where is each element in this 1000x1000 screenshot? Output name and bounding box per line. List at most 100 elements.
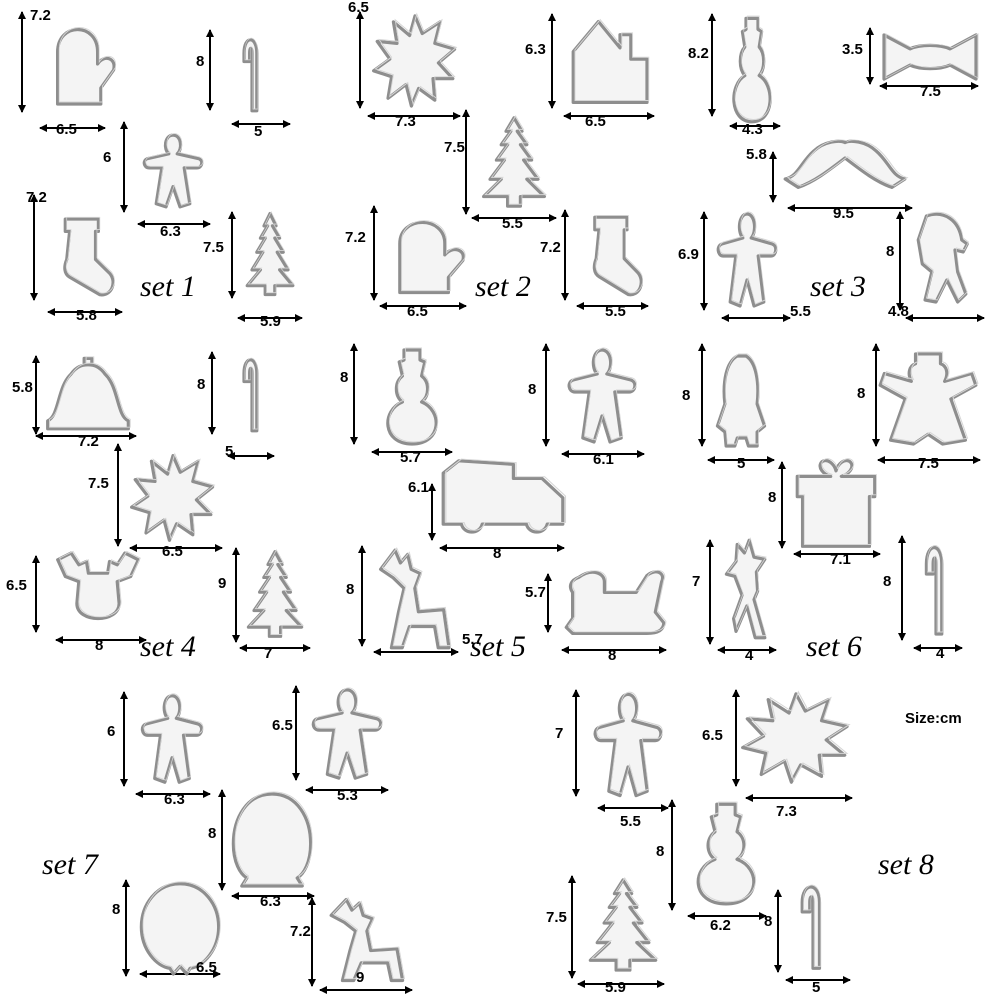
cookie-cutter — [718, 536, 778, 642]
height-label: 7 — [555, 725, 564, 742]
width-label: 4 — [745, 647, 754, 664]
width-label: 5.9 — [260, 313, 281, 330]
cookie-cutter — [588, 690, 668, 800]
candy-cane-icon — [786, 884, 821, 972]
height-label: 5.8 — [12, 379, 33, 396]
height-label: 7.2 — [540, 239, 561, 256]
cookie-cutter — [40, 12, 120, 112]
cookie-cutter — [48, 212, 120, 300]
width-label: 5.5 — [620, 813, 641, 830]
width-label: 6.5 — [196, 959, 217, 976]
mitten-icon — [380, 220, 466, 300]
height-label: 8 — [208, 825, 217, 842]
penguin-icon — [710, 353, 767, 452]
width-label: 5 — [254, 123, 263, 140]
height-label: 6.5 — [272, 717, 293, 734]
height-label: 7.5 — [88, 475, 109, 492]
width-label: 8 — [95, 637, 104, 654]
width-label: 6.5 — [162, 543, 183, 560]
cookie-cutter — [138, 880, 222, 974]
width-label: 6.2 — [710, 917, 731, 934]
width-label: 5.8 — [76, 307, 97, 324]
house-icon — [566, 18, 650, 108]
cookie-cutter — [370, 12, 460, 110]
height-label: 6 — [103, 149, 112, 166]
height-label: 6 — [107, 723, 116, 740]
mitten-icon — [40, 27, 117, 112]
stocking-icon — [578, 214, 643, 300]
height-label: 6.3 — [525, 41, 546, 58]
width-label: 5.5 — [605, 303, 626, 320]
cookie-cutter — [372, 346, 452, 446]
cookie-cutter — [580, 876, 666, 974]
cookie-cutter — [380, 206, 470, 300]
height-label: 5.8 — [746, 146, 767, 163]
width-label: 7.3 — [776, 803, 797, 820]
cookie-cutter — [880, 28, 980, 86]
height-label: 8 — [682, 387, 691, 404]
cookie-cutter — [876, 350, 980, 448]
christmas-tree-icon — [240, 211, 295, 298]
cookie-cutter — [738, 690, 854, 786]
gingerbread-man-icon — [562, 347, 637, 446]
cookie-cutter — [230, 790, 314, 890]
width-label: 9 — [356, 969, 365, 986]
gift-box-icon — [792, 458, 877, 550]
width-label: 6.3 — [164, 791, 185, 808]
cookie-cutter — [50, 548, 146, 632]
snowman-icon — [372, 347, 438, 446]
cookie-cutter — [128, 452, 218, 544]
set-label: set 7 — [42, 848, 98, 881]
width-label: 5.5 — [790, 303, 811, 320]
width-label: 6.5 — [585, 113, 606, 130]
height-label: 8 — [112, 901, 121, 918]
width-label: 7 — [264, 645, 273, 662]
height-label: 7.5 — [203, 239, 224, 256]
width-label: 6.5 — [56, 121, 77, 138]
cookie-cutter — [710, 352, 772, 452]
truck-icon — [438, 458, 567, 540]
angel-icon — [876, 351, 979, 448]
height-label: 7.5 — [444, 139, 465, 156]
cookie-cutter — [562, 562, 668, 638]
height-label: 8 — [886, 243, 895, 260]
cookie-cutter — [722, 14, 782, 124]
width-label: 6.3 — [260, 893, 281, 910]
height-label: 6.5 — [348, 0, 369, 16]
snowman-icon — [680, 801, 756, 906]
candy-cane-icon — [232, 37, 258, 114]
width-label: 6.3 — [160, 223, 181, 240]
christmas-tree-icon — [580, 877, 659, 974]
cookie-cutter — [786, 878, 840, 972]
double-bell-icon — [780, 139, 909, 200]
cookie-cutter — [240, 210, 300, 298]
height-label: 7.5 — [546, 909, 567, 926]
height-label: 5.7 — [525, 584, 546, 601]
width-label: 9.5 — [833, 205, 854, 222]
height-label: 6.1 — [408, 479, 429, 496]
height-label: 8 — [197, 376, 206, 393]
width-label: 5 — [737, 455, 746, 472]
width-label: 5.9 — [605, 979, 626, 996]
stocking-icon — [48, 216, 115, 300]
cookie-cutter — [562, 346, 642, 446]
cookie-cutter — [780, 130, 910, 200]
height-label: 6.9 — [678, 246, 699, 263]
height-label: 8 — [196, 53, 205, 70]
height-label: 7.2 — [345, 229, 366, 246]
width-label: 8 — [493, 545, 502, 562]
gingerbread-man-icon — [588, 691, 663, 800]
height-label: 6.5 — [702, 727, 723, 744]
set-label: set 3 — [810, 270, 866, 303]
reindeer-icon — [318, 896, 406, 984]
cookie-cutter — [368, 546, 458, 652]
width-label: 5.7 — [400, 449, 421, 466]
cookie-cutter — [474, 114, 554, 210]
set-label: set 8 — [878, 848, 934, 881]
christmas-tree-icon — [474, 115, 548, 210]
sleigh-icon — [562, 569, 667, 638]
height-label: 7.2 — [30, 7, 51, 24]
cookie-cutter — [232, 32, 272, 114]
cookie-cutter — [792, 458, 880, 550]
